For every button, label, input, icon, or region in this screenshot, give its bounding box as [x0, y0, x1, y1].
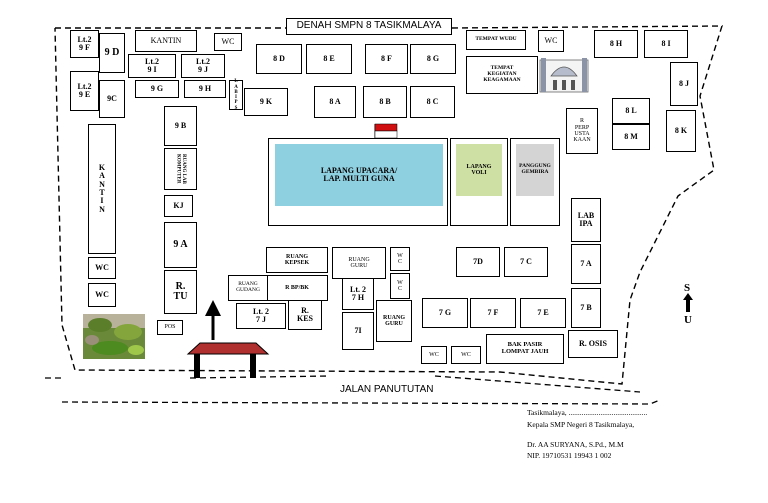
room-8c: 8 C: [410, 86, 455, 118]
map-title: DENAH SMPN 8 TASIKMALAYA: [286, 18, 452, 35]
panggung-gembira: PANGGUNG GEMBIRA: [516, 144, 554, 196]
tempat-kegiatan-keagamaan: TEMPAT KEGIATAN KEAGAMAAN: [466, 56, 538, 94]
lab-ipa: LAB IPA: [571, 198, 601, 242]
wc-bottom-1: WC: [421, 346, 447, 364]
lab-ips: L A B I P S: [229, 79, 243, 111]
road-label: JALAN PANUTUTAN: [340, 384, 434, 395]
compass-north-label: S: [684, 282, 691, 294]
room-8d: 8 D: [256, 44, 302, 74]
tempat-wudu: TEMPAT WUDU: [466, 30, 526, 50]
room-9b: 9 B: [164, 106, 197, 146]
room-8h: 8 H: [594, 30, 638, 58]
lab-komputer-label: RUANG LAB KOMPUTER: [175, 154, 186, 184]
wc-top: WC: [214, 33, 242, 51]
gate-roof: [186, 342, 270, 355]
pos: POS: [157, 320, 183, 335]
signature-role: Kepala SMP Negeri 8 Tasikmalaya,: [527, 420, 635, 429]
garden-image: [83, 314, 145, 359]
compass-arrow-icon: [683, 293, 693, 312]
wc-middle-2: W C: [390, 273, 410, 299]
room-9a: 9 A: [164, 222, 197, 268]
ruang-kepsek: RUANG KEPSEK: [266, 247, 328, 273]
room-8a: 8 A: [314, 86, 356, 118]
room-7b: 7 B: [571, 288, 601, 328]
room-7d: 7D: [456, 247, 500, 277]
lapang-voli-frame: LAPANG VOLI: [450, 138, 508, 226]
wc-left-2: WC: [88, 283, 116, 307]
room-8i: 8 I: [644, 30, 688, 58]
ruang-tu: R. TU: [164, 270, 197, 314]
gate-post-right: [250, 354, 256, 378]
room-lt2-7j: Lt. 2 7 J: [236, 303, 286, 329]
ruang-kes: R. KES: [288, 300, 322, 330]
road-line-top: [45, 375, 641, 393]
room-8j: 8 J: [670, 62, 698, 106]
ruang-guru-top: RUANG GURU: [332, 247, 386, 279]
room-7e: 7 E: [520, 298, 566, 328]
lapang-upacara: LAPANG UPACARA/ LAP. MULTI GUNA: [275, 144, 443, 206]
wc-middle-1: W C: [390, 247, 410, 271]
room-8m: 8 M: [612, 124, 650, 150]
signature-name: Dr. AA SURYANA, S.Pd., M.M: [527, 440, 624, 449]
signature-nip: NIP. 19710531 19943 1 002: [527, 451, 612, 460]
room-8b: 8 B: [363, 86, 407, 118]
flag-red: [374, 123, 398, 132]
room-7c: 7 C: [504, 247, 548, 277]
room-8l: 8 L: [612, 98, 650, 124]
room-9g: 9 G: [135, 80, 179, 98]
ruang-lab-komputer: RUANG LAB KOMPUTER: [164, 148, 197, 190]
room-7f: 7 F: [470, 298, 516, 328]
room-9h: 9 H: [184, 80, 226, 98]
room-8f: 8 F: [365, 44, 408, 74]
room-9k: 9 K: [244, 88, 288, 116]
room-7g: 7 G: [422, 298, 468, 328]
room-lt2-9i: Lt.2 9 I: [128, 54, 176, 78]
road-line-bottom: [61, 399, 661, 405]
lapang-voli: LAPANG VOLI: [456, 144, 502, 196]
room-kj: KJ: [164, 195, 193, 217]
room-8k: 8 K: [666, 110, 696, 152]
room-9d: 9 D: [99, 33, 125, 73]
school-boundary: [54, 25, 723, 385]
room-7i: 7I: [342, 312, 374, 350]
room-9c: 9C: [99, 80, 125, 118]
panggung-frame: PANGGUNG GEMBIRA: [510, 138, 560, 226]
kantin-top: KANTIN: [135, 30, 197, 52]
room-lt2-7h: Lt. 2 7 H: [342, 278, 374, 310]
flag-white: [374, 130, 398, 139]
ruang-guru-bottom: RUANG GURU: [376, 300, 412, 342]
bak-pasir-lompat-jauh: BAK PASIR LOMPAT JAUH: [486, 334, 564, 364]
ruang-bp-bk: R BP/BK: [266, 275, 328, 301]
wc-top-right: WC: [538, 30, 564, 52]
room-8g: 8 G: [410, 44, 456, 74]
ruang-perpustakaan: R PERP USTA KAAN: [566, 108, 598, 154]
wc-left-1: WC: [88, 257, 116, 279]
room-lt2-9j: Lt.2 9 J: [181, 54, 225, 78]
gate-post-left: [194, 354, 200, 378]
signature-place-date: Tasikmalaya, ...........................…: [527, 408, 648, 417]
room-8e: 8 E: [306, 44, 352, 74]
ruang-osis: R. OSIS: [568, 330, 618, 358]
ruang-gudang: RUANG GUDANG: [228, 275, 268, 301]
room-lt2-9f: Lt.2 9 F: [70, 30, 99, 58]
mosque-icon: [539, 58, 589, 93]
wc-bottom-2: WC: [451, 346, 481, 364]
room-lt2-9e: Lt.2 9 E: [70, 71, 99, 111]
kantin-left: K A N T I N: [88, 124, 116, 254]
compass-south-label: U: [684, 314, 692, 326]
room-7a: 7 A: [571, 244, 601, 284]
entrance-arrow-head: [205, 300, 221, 316]
lapang-upacara-frame: LAPANG UPACARA/ LAP. MULTI GUNA: [268, 138, 448, 226]
